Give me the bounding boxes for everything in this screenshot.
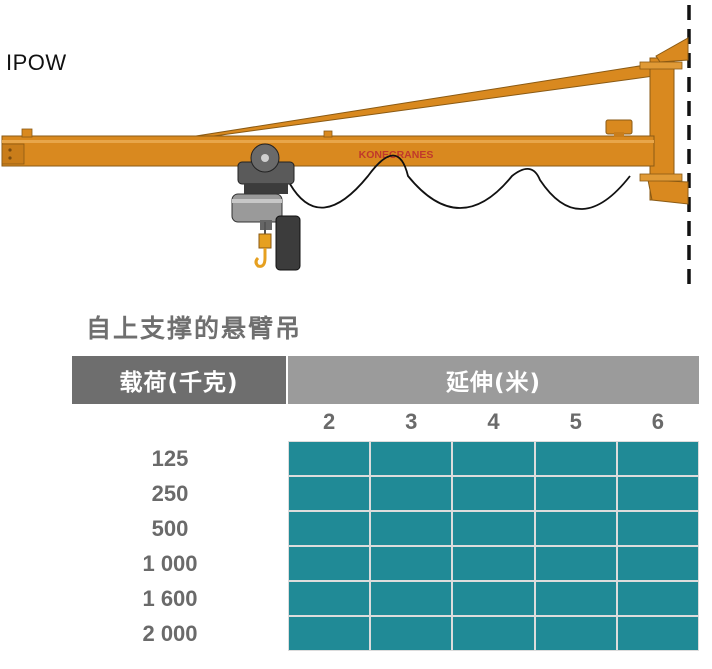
grid-cell (289, 582, 370, 615)
brand-label: KONECRANES (359, 149, 434, 161)
load-value: 125 (151, 446, 189, 471)
grid-cell (453, 512, 534, 545)
grid-cell (617, 547, 698, 580)
grid-cell (289, 617, 370, 650)
slewing-motor (605, 119, 633, 135)
reach-value: 3 (405, 409, 418, 434)
load-value: 2 000 (142, 621, 198, 646)
grid-cell (453, 477, 534, 510)
reach-value: 6 (651, 409, 665, 434)
grid-cell (453, 442, 534, 475)
hook (254, 248, 267, 268)
tie-rod (195, 63, 655, 137)
reach-header: 延伸(米) (288, 356, 699, 404)
grid-cell (289, 477, 370, 510)
reach-value: 4 (487, 409, 500, 434)
grid-cell (453, 617, 534, 650)
bottom-bracket (647, 179, 689, 205)
hook-block (258, 233, 272, 249)
load-values: 125 250 500 1 000 1 600 2 000 (110, 441, 230, 651)
reach-value: 5 (569, 409, 582, 434)
grid-cell (535, 547, 616, 580)
grid-cell (617, 582, 698, 615)
grid-cell (617, 512, 698, 545)
load-value: 250 (151, 481, 189, 506)
caption: 自上支撑的悬臂吊 (86, 314, 303, 343)
grid-cell (371, 582, 452, 615)
grid-cell (535, 512, 616, 545)
reach-values: 2 3 4 5 6 (288, 405, 699, 439)
reach-value: 2 (322, 409, 336, 434)
grid-cell (535, 442, 616, 475)
load-value: 1 600 (142, 586, 198, 611)
grid-cell (535, 477, 616, 510)
hoist-body (231, 193, 283, 223)
grid-cell (371, 547, 452, 580)
hoist-motor (275, 215, 301, 271)
load-value: 500 (151, 516, 189, 541)
availability-grid (288, 441, 699, 651)
load-value: 1 000 (142, 551, 198, 576)
grid-cell (535, 617, 616, 650)
model-name: IPOW (6, 50, 67, 75)
grid-cell (617, 617, 698, 650)
grid-cell (617, 477, 698, 510)
festoon-cable (289, 154, 631, 210)
grid-cell (371, 512, 452, 545)
grid-cell (289, 512, 370, 545)
top-bracket (655, 37, 689, 63)
grid-cell (289, 547, 370, 580)
jib-crane-illustration: KONECRANES (1, 5, 691, 292)
grid-cell (617, 442, 698, 475)
grid-cell (535, 582, 616, 615)
grid-cell (371, 477, 452, 510)
grid-cell (289, 442, 370, 475)
load-header: 载荷(千克) (72, 356, 286, 404)
grid-cell (453, 582, 534, 615)
grid-cell (453, 547, 534, 580)
grid-cell (371, 617, 452, 650)
grid-cell (371, 442, 452, 475)
